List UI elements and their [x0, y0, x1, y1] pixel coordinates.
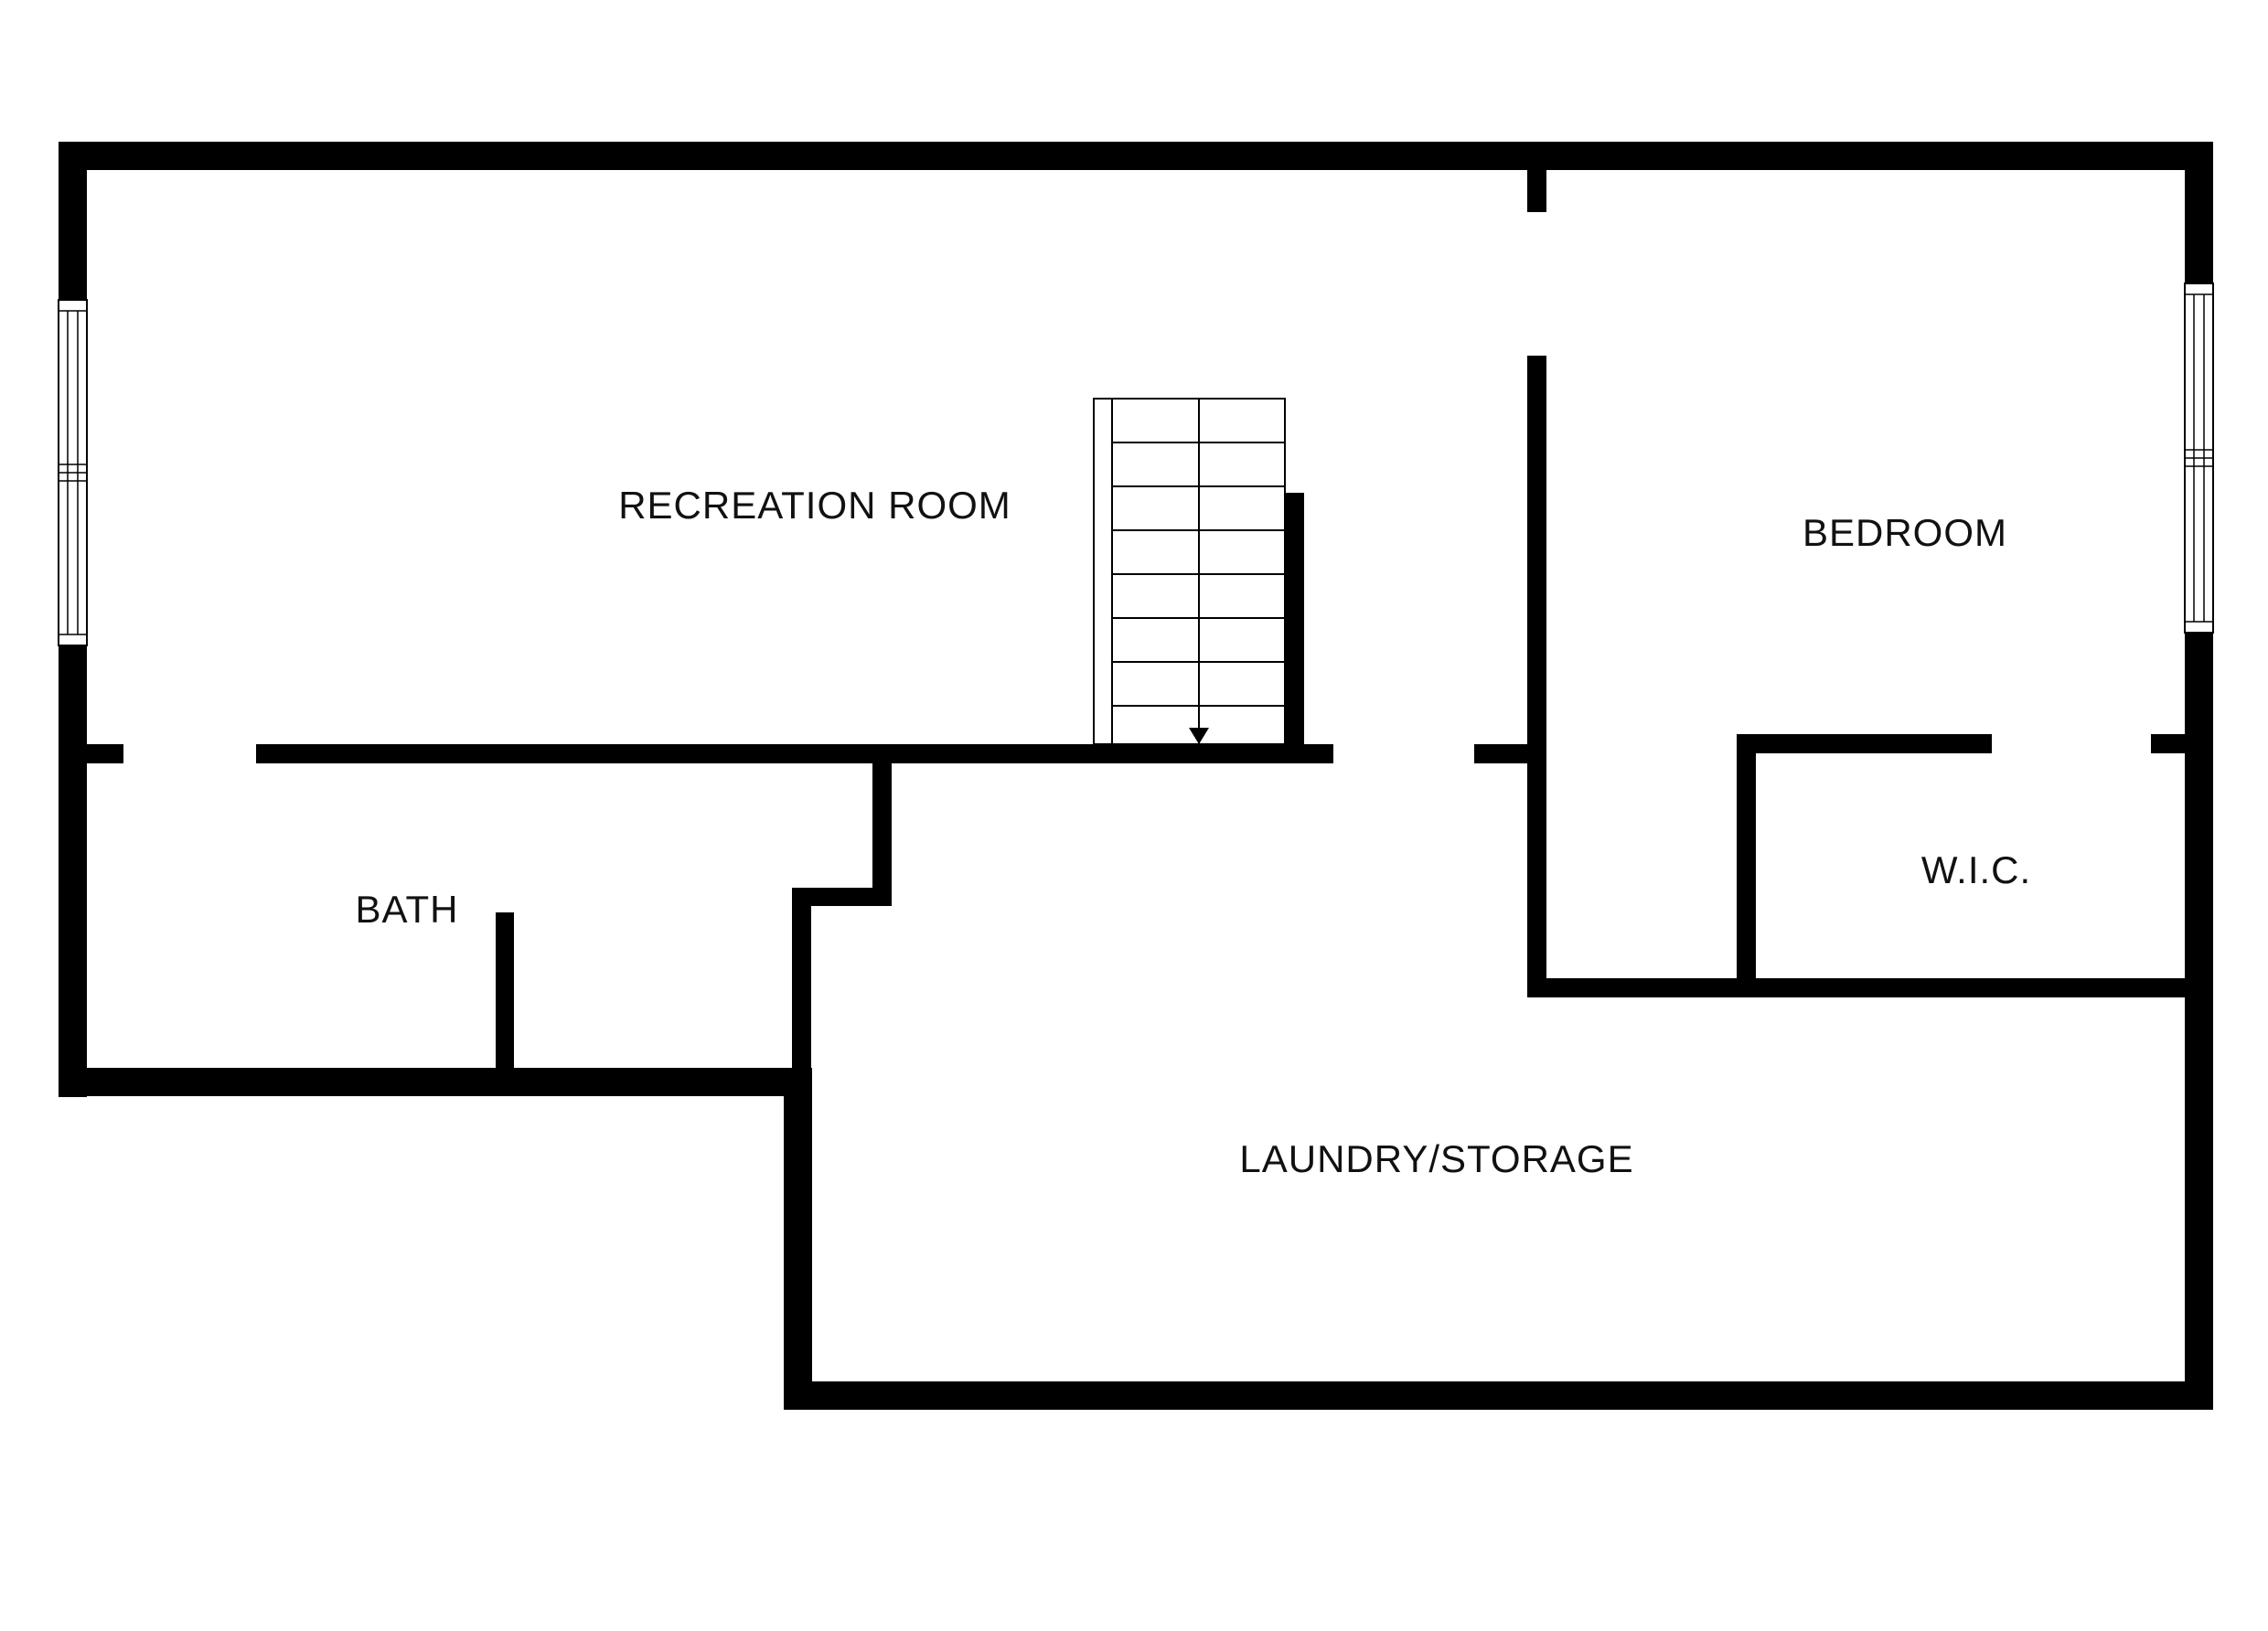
label-recreation-room: RECREATION ROOM	[618, 484, 1011, 527]
stair-arrow-icon	[1189, 728, 1209, 744]
door-bath	[123, 744, 256, 763]
wall-bath-bottom	[59, 1068, 805, 1096]
label-bath: BATH	[356, 888, 459, 931]
label-laundry-storage: LAUNDRY/STORAGE	[1239, 1137, 1633, 1180]
door-bedroom	[1527, 212, 1546, 356]
wall-bath-divider-upper	[872, 763, 892, 906]
wall-bath-divider-lower	[792, 888, 811, 1096]
window-right	[2184, 282, 2214, 634]
wall-laundry-bottom	[784, 1381, 2213, 1410]
wall-rec-bottom	[59, 744, 1530, 763]
staircase	[1093, 398, 1286, 745]
label-bedroom: BEDROOM	[1803, 511, 2007, 554]
wall-bath-partition	[496, 912, 514, 1082]
wall-top	[59, 142, 2213, 170]
wall-rec-bedroom	[1527, 170, 1546, 997]
door-openings	[123, 212, 2151, 763]
exterior-walls	[59, 142, 2213, 1410]
window-left	[58, 299, 88, 646]
interior-walls	[59, 170, 2213, 1096]
label-wic: W.I.C.	[1921, 848, 2031, 891]
wall-stair-side	[1285, 493, 1304, 763]
room-labels: RECREATION ROOM BEDROOM BATH W.I.C. LAUN…	[356, 484, 2031, 1180]
wall-wic-left	[1737, 734, 1756, 997]
wall-bath-jog	[792, 888, 892, 906]
wall-laundry-left	[784, 1068, 812, 1409]
door-wic	[1992, 734, 2151, 753]
door-laundry	[1333, 744, 1474, 763]
stair-outline	[1093, 398, 1286, 745]
wall-bedroom-bottom	[1527, 978, 2213, 997]
